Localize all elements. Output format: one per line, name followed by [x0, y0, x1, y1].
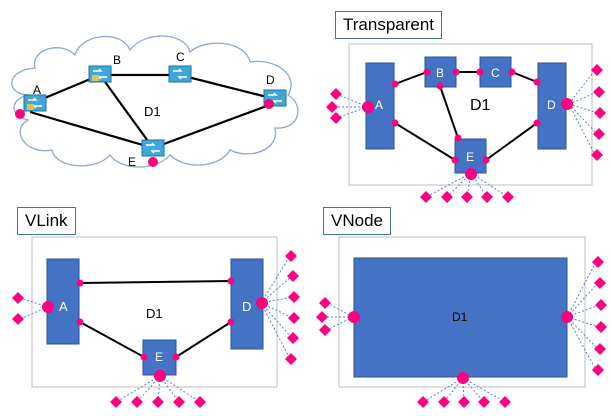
node-c — [479, 56, 512, 88]
port-a — [362, 101, 374, 113]
external-port-diamonds — [326, 64, 606, 203]
switch-icon-e — [141, 139, 165, 157]
domain-label: D1 — [146, 306, 163, 321]
port-a — [42, 301, 54, 313]
transparent-links — [394, 71, 538, 161]
external-port-diamonds — [12, 250, 300, 408]
node-a — [46, 258, 80, 345]
node-label-a: A — [375, 98, 383, 112]
node-label-e: E — [466, 150, 474, 164]
cloud-shape — [11, 35, 299, 168]
node-e — [454, 138, 487, 174]
vnode-panel: D1 — [316, 236, 607, 408]
port-a — [15, 109, 25, 119]
domain-frame — [31, 236, 278, 388]
domain-frame — [338, 236, 586, 388]
node-label-d: D — [242, 299, 251, 314]
port-left — [348, 311, 360, 323]
node-label-b: B — [436, 66, 444, 80]
switch-icon-c — [168, 65, 192, 83]
physical-topology-panel: A B C D E D1 — [11, 35, 299, 169]
node-label-c: C — [491, 66, 500, 80]
port-d — [256, 297, 268, 309]
node-label-a: A — [59, 299, 68, 314]
port-bottom — [457, 372, 469, 384]
port-e — [148, 157, 158, 167]
domain-label: D1 — [470, 97, 491, 114]
port-e — [154, 370, 166, 382]
node-label-a: A — [33, 83, 41, 97]
switch-icon-b — [88, 65, 112, 83]
node-d — [537, 62, 567, 150]
node-label-e: E — [155, 350, 163, 364]
port-d — [561, 98, 573, 110]
transparent-panel: A B C D E D1 — [326, 43, 606, 203]
node-label-d: D — [547, 98, 556, 112]
panel-title-vlink: VLink — [17, 207, 76, 235]
link-endpoints — [76, 277, 235, 361]
panel-title-transparent: Transparent — [335, 11, 443, 39]
port-e — [465, 168, 477, 180]
domain-label: D1 — [452, 310, 468, 324]
domain-label: D1 — [144, 104, 161, 119]
port-d — [264, 99, 274, 109]
vlink-panel: A D E D1 — [12, 236, 300, 408]
physical-links — [29, 73, 276, 150]
panel-title-vnode: VNode — [323, 207, 391, 235]
node-label-e: E — [128, 155, 136, 169]
virtual-node — [353, 257, 568, 378]
node-label-d: D — [266, 73, 275, 87]
external-port-diamonds — [316, 256, 607, 408]
node-label-c: C — [176, 50, 185, 64]
domain-frame — [348, 43, 593, 186]
port-right — [561, 311, 573, 323]
vlink-links — [79, 280, 232, 358]
switch-icon-a — [23, 94, 47, 112]
node-label-b: B — [113, 53, 121, 67]
link-endpoints — [391, 68, 541, 164]
